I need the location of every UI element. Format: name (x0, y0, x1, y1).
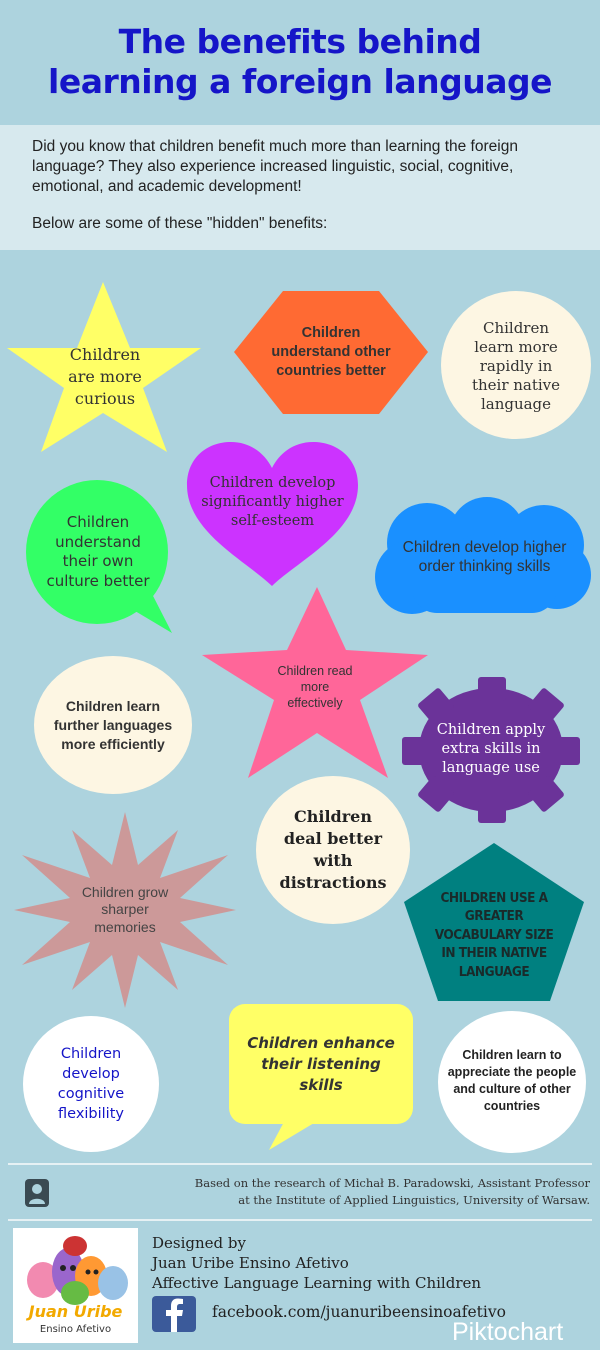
research-line-1: Based on the research of Michał B. Parad… (194, 1176, 590, 1190)
benefit-label: Children develop higher order thinking s… (402, 539, 567, 575)
circle-shape (34, 656, 192, 794)
title-line-2: learning a foreign language (48, 62, 552, 101)
benefit-further-languages: Children learn further languages more ef… (33, 655, 193, 795)
title-line-1: The benefits behind (118, 22, 482, 61)
hexagon-shape (234, 291, 428, 414)
facebook-link[interactable]: facebook.com/juanuribeensinoafetivo (212, 1303, 506, 1321)
benefit-label: Children enhance their listening skills (247, 1033, 395, 1094)
benefit-thinking-skills: Children develop higher order thinking s… (372, 495, 592, 615)
benefit-self-esteem: Children develop significantly higher se… (185, 440, 360, 588)
benefit-curious: Children are more curious (5, 280, 205, 455)
cloud-shape (375, 497, 591, 614)
circle-shape (23, 1016, 159, 1152)
star-shape (7, 282, 201, 452)
header (0, 0, 600, 125)
heart-shape (187, 442, 358, 586)
benefit-listening: Children enhance their listening skills (227, 1002, 415, 1152)
intro-below-text: Below are some of these "hidden" benefit… (32, 215, 328, 232)
benefit-label: CHILDREN USE A GREATER VOCABULARY SIZE I… (434, 889, 554, 980)
benefit-cognitive-flexibility: Children develop cognitive flexibility (22, 1015, 160, 1153)
benefit-label: Children grow sharper memories (81, 883, 169, 935)
user-icon (24, 1178, 50, 1208)
page-title: The benefits behind learning a foreign l… (0, 22, 600, 102)
speech-bubble-shape (229, 1004, 413, 1150)
benefit-label: Children understand their own culture be… (46, 513, 150, 590)
star-shape (202, 587, 428, 778)
benefit-label: Children develop significantly higher se… (201, 474, 344, 529)
intro-band (0, 125, 600, 250)
benefit-label: Children learn further languages more ef… (53, 697, 173, 752)
benefit-label: Children learn more rapidly in their nat… (471, 318, 561, 413)
starburst-shape (14, 812, 236, 1008)
designed-by-label: Designed by (152, 1234, 246, 1252)
designer-name: Juan Uribe Ensino Afetivo (152, 1254, 349, 1272)
facebook-icon[interactable] (152, 1296, 196, 1332)
designer-tagline: Affective Language Learning with Childre… (152, 1274, 482, 1292)
logo-art (27, 1236, 128, 1305)
benefit-label: Children learn to appreciate the people … (447, 1048, 577, 1113)
divider (8, 1219, 592, 1221)
benefit-label: Children develop cognitive flexibility (57, 1046, 125, 1122)
circle-shape (256, 776, 410, 924)
designer-credit: Designed by Juan Uribe Ensino Afetivo Af… (152, 1233, 481, 1293)
benefit-own-culture: Children understand their own culture be… (25, 478, 173, 634)
pentagon-shape (404, 843, 584, 1001)
logo-title: Juan Uribe (28, 1302, 123, 1321)
benefit-label: Children read more effectively (277, 664, 353, 710)
divider (8, 1163, 592, 1165)
juan-uribe-logo: Juan Uribe Ensino Afetivo (13, 1228, 138, 1343)
benefit-label: Children understand other countries bett… (271, 325, 391, 379)
logo-subtitle: Ensino Afetivo (39, 1324, 112, 1335)
speech-bubble-shape (26, 480, 172, 633)
research-credit: Based on the research of Michał B. Parad… (150, 1175, 590, 1209)
intro-text: Did you know that children benefit much … (32, 138, 518, 195)
benefit-distractions: Children deal better with distractions (255, 775, 411, 925)
benefit-native-language: Children learn more rapidly in their nat… (440, 290, 592, 440)
circle-shape (438, 1011, 586, 1153)
benefit-extra-skills: Children apply extra skills in language … (400, 675, 582, 825)
research-line-2: at the Institute of Applied Linguistics,… (238, 1193, 590, 1207)
benefit-memories: Children grow sharper memories (10, 810, 240, 1010)
gear-shape (402, 677, 580, 823)
benefit-understand-countries: Children understand other countries bett… (233, 290, 429, 415)
benefit-label: Children deal better with distractions (279, 807, 387, 892)
piktochart-brand: Piktochart (452, 1318, 564, 1346)
benefit-label: Children are more curious (68, 345, 142, 408)
benefit-read-effectively: Children read more effectively (200, 585, 430, 780)
benefit-label: Children apply extra skills in language … (436, 721, 546, 776)
circle-shape (441, 291, 591, 439)
benefit-appreciate-culture: Children learn to appreciate the people … (437, 1010, 587, 1155)
benefit-vocabulary: CHILDREN USE A GREATER VOCABULARY SIZE I… (403, 842, 585, 1002)
